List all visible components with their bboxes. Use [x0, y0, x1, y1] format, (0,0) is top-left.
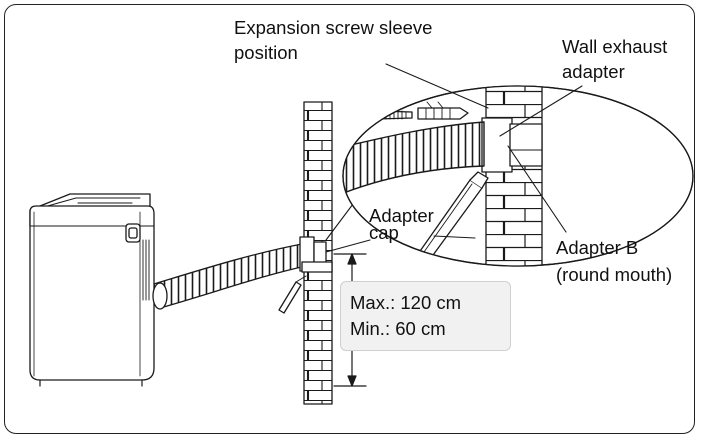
- zoom-callout: [325, 85, 694, 267]
- measurement-box: Max.: 120 cm Min.: 60 cm: [340, 281, 511, 351]
- adapter-cap-detail: [417, 171, 489, 263]
- height-dimension: [333, 253, 367, 387]
- label-adapter-b-line2: (round mouth): [556, 264, 673, 285]
- leader-lines: [385, 63, 583, 239]
- label-wall-exhaust-line1: Wall exhaust: [562, 36, 668, 57]
- min-height-text: Min.: 60 cm: [350, 318, 446, 339]
- label-expansion-screw-line2: position: [234, 42, 298, 63]
- label-adapter-b-line1: Adapter B: [556, 237, 639, 258]
- adapter-cap-small: [278, 275, 307, 314]
- label-adapter-cap-line1: Adapter: [369, 205, 434, 226]
- expansion-sleeve: [417, 101, 469, 120]
- label-adapter-cap-line2: cap: [369, 222, 399, 243]
- air-conditioner-unit: [29, 193, 155, 387]
- label-wall-exhaust-line2: adapter: [562, 61, 625, 82]
- exhaust-hose: [152, 243, 307, 310]
- label-expansion-screw-line1: Expansion screw sleeve: [234, 17, 433, 38]
- max-height-text: Max.: 120 cm: [350, 292, 462, 313]
- wall-adapter-small: [299, 236, 333, 273]
- installation-illustration: [29, 63, 694, 405]
